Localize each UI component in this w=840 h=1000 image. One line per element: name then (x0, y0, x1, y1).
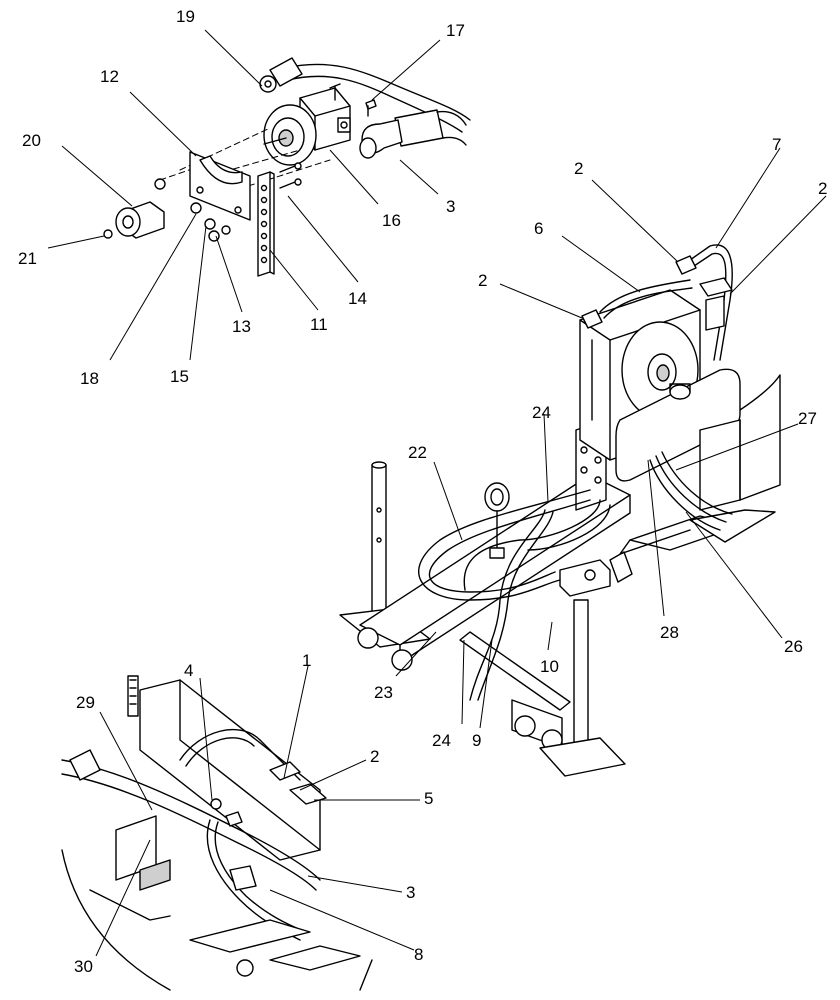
detail-hoses (61, 728, 321, 941)
callout-8: 8 (414, 945, 423, 964)
callout-11: 11 (310, 315, 328, 334)
callout-18: 18 (80, 369, 99, 388)
callout-19: 19 (176, 7, 195, 26)
lever-handles (619, 509, 776, 555)
callout-labels: 19 17 12 20 3 16 21 14 11 13 15 18 2 7 2… (18, 7, 827, 976)
detail-lever (89, 889, 361, 977)
assembly-lines (159, 127, 331, 196)
callout-10: 10 (540, 657, 559, 676)
callout-2-detail: 2 (370, 747, 379, 766)
mounting-plate (189, 151, 251, 221)
callout-1: 1 (302, 651, 311, 670)
pump-hose-upper (259, 57, 471, 133)
leader-lines (47, 29, 827, 957)
callout-5: 5 (424, 789, 433, 808)
callout-30: 30 (74, 957, 93, 976)
callout-3-detail: 3 (406, 883, 415, 902)
callout-21: 21 (18, 249, 37, 268)
callout-27: 27 (798, 409, 817, 428)
callout-13: 13 (232, 317, 251, 336)
hydraulic-motor (103, 201, 165, 239)
callout-2-reel-right: 2 (818, 179, 827, 198)
nut-set (154, 178, 231, 242)
callout-23: 23 (374, 683, 393, 702)
pump-exploded-assembly (103, 57, 471, 277)
detail-view (61, 675, 373, 991)
callout-7: 7 (772, 135, 781, 154)
callout-26: 26 (784, 637, 803, 656)
detail-frame-plate (127, 675, 321, 861)
bolt-14 (279, 162, 302, 189)
callout-15: 15 (170, 367, 189, 386)
bolt-17 (329, 83, 377, 117)
pump-body (263, 87, 351, 166)
main-frame-beam (357, 474, 631, 671)
callout-2-reel-side: 2 (478, 271, 487, 290)
slotted-bar (257, 171, 275, 277)
reel-hoses (581, 244, 733, 361)
callout-29: 29 (76, 693, 95, 712)
callout-6: 6 (534, 219, 543, 238)
hose-clamp-ring (484, 482, 510, 559)
callout-4: 4 (184, 661, 193, 680)
frame-hoses (418, 451, 733, 701)
callout-20: 20 (22, 131, 41, 150)
callout-17: 17 (446, 21, 465, 40)
detail-bracket (115, 815, 171, 891)
callout-14: 14 (348, 289, 367, 308)
callout-9: 9 (472, 731, 481, 750)
control-valve (559, 551, 633, 597)
main-frame-assembly (339, 244, 781, 777)
callout-28: 28 (660, 623, 679, 642)
callout-22: 22 (408, 443, 427, 462)
callout-24-bottom: 24 (432, 731, 451, 750)
right-post (539, 599, 626, 777)
callout-16: 16 (382, 211, 401, 230)
callout-12: 12 (100, 67, 119, 86)
callout-3-top: 3 (446, 197, 455, 216)
pump-hose-elbow (359, 109, 467, 159)
rear-bracket (699, 374, 781, 511)
callout-24-top: 24 (532, 403, 551, 422)
callout-2-reel-left: 2 (574, 159, 583, 178)
